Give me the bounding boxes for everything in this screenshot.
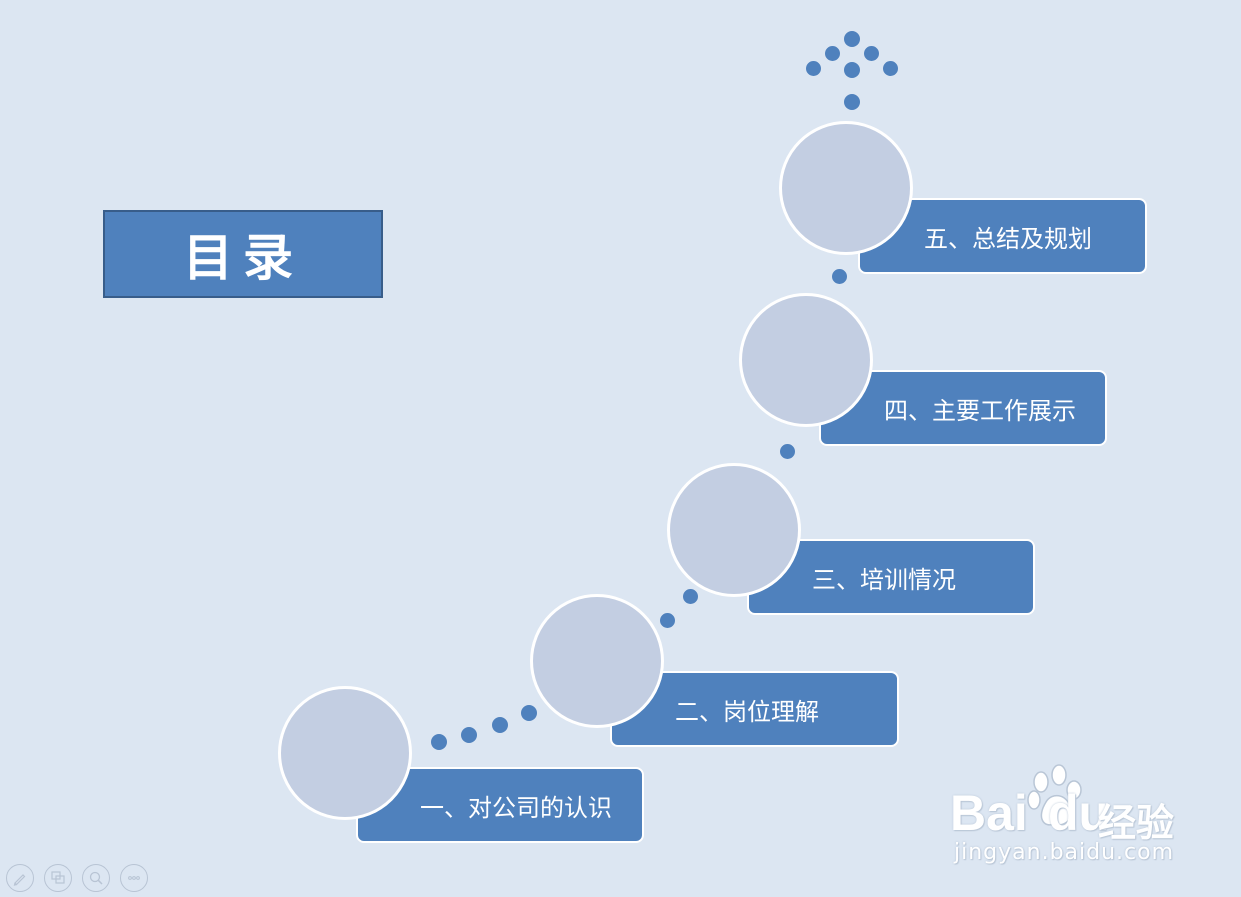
toc-item-label: 五、总结及规划	[924, 224, 1092, 253]
dot	[780, 444, 795, 459]
toc-item-5-circle	[779, 121, 913, 255]
toc-item-2-circle	[530, 594, 664, 728]
zoom-icon[interactable]	[82, 864, 110, 892]
toc-item-label: 四、主要工作展示	[884, 396, 1076, 425]
paw-icon	[1027, 764, 1082, 826]
slides-icon[interactable]	[44, 864, 72, 892]
dot	[521, 705, 537, 721]
dot	[683, 589, 698, 604]
toc-item-4-circle	[739, 293, 873, 427]
toc-item-label: 一、对公司的认识	[420, 793, 612, 822]
dot	[832, 269, 847, 284]
watermark-brand-cn: 经验	[1098, 801, 1175, 845]
baidu-watermark: Bai du 经验 jingyan.baidu.com	[950, 762, 1180, 872]
dot	[864, 46, 879, 61]
pen-icon[interactable]	[6, 864, 34, 892]
dot	[492, 717, 508, 733]
watermark-brand-du: du	[1048, 785, 1110, 841]
dot	[461, 727, 477, 743]
more-icon[interactable]	[120, 864, 148, 892]
toc-item-label: 三、培训情况	[812, 565, 956, 594]
dot	[883, 61, 898, 76]
toc-item-1-circle	[278, 686, 412, 820]
dot	[825, 46, 840, 61]
dot	[844, 31, 860, 47]
page-title: 目录	[103, 210, 383, 298]
toc-item-3-circle	[667, 463, 801, 597]
dot	[431, 734, 447, 750]
dot	[660, 613, 675, 628]
dot	[844, 94, 860, 110]
toc-item-label: 二、岗位理解	[675, 697, 819, 726]
dot	[806, 61, 821, 76]
watermark-url: jingyan.baidu.com	[954, 840, 1175, 865]
dot	[844, 62, 860, 78]
watermark-brand-bai: Bai	[950, 785, 1028, 841]
